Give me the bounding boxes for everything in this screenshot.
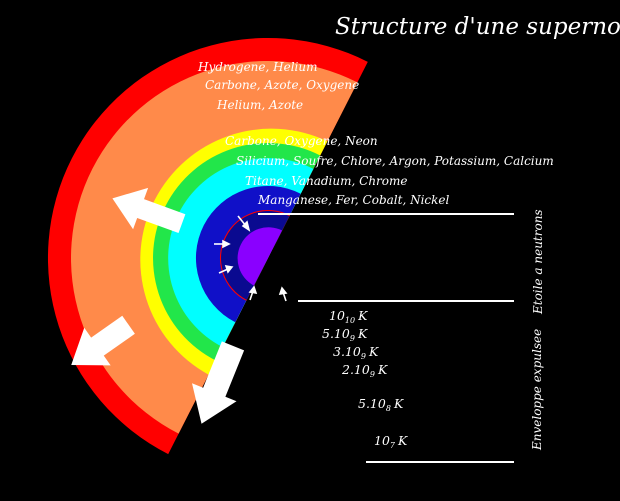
layer-label: Carbone, Azote, Oxygene — [205, 78, 359, 92]
layer-label: Titane, Vanadium, Chrome — [245, 174, 408, 188]
layer-label: Helium, Azote — [216, 98, 303, 112]
diagram-title: Structure d'une supernova — [335, 14, 620, 40]
expelled-envelope-label: Enveloppe expulsee — [530, 329, 544, 451]
layer-label: Hydrogene, Helium — [197, 60, 317, 74]
layer-label: Carbone, Oxygene, Neon — [225, 134, 378, 148]
layer-label: Manganese, Fer, Cobalt, Nickel — [257, 193, 450, 207]
neutron-star-label: Etoile a neutrons — [531, 209, 545, 315]
layer-label: Silicium, Soufre, Chlore, Argon, Potassi… — [236, 154, 554, 168]
